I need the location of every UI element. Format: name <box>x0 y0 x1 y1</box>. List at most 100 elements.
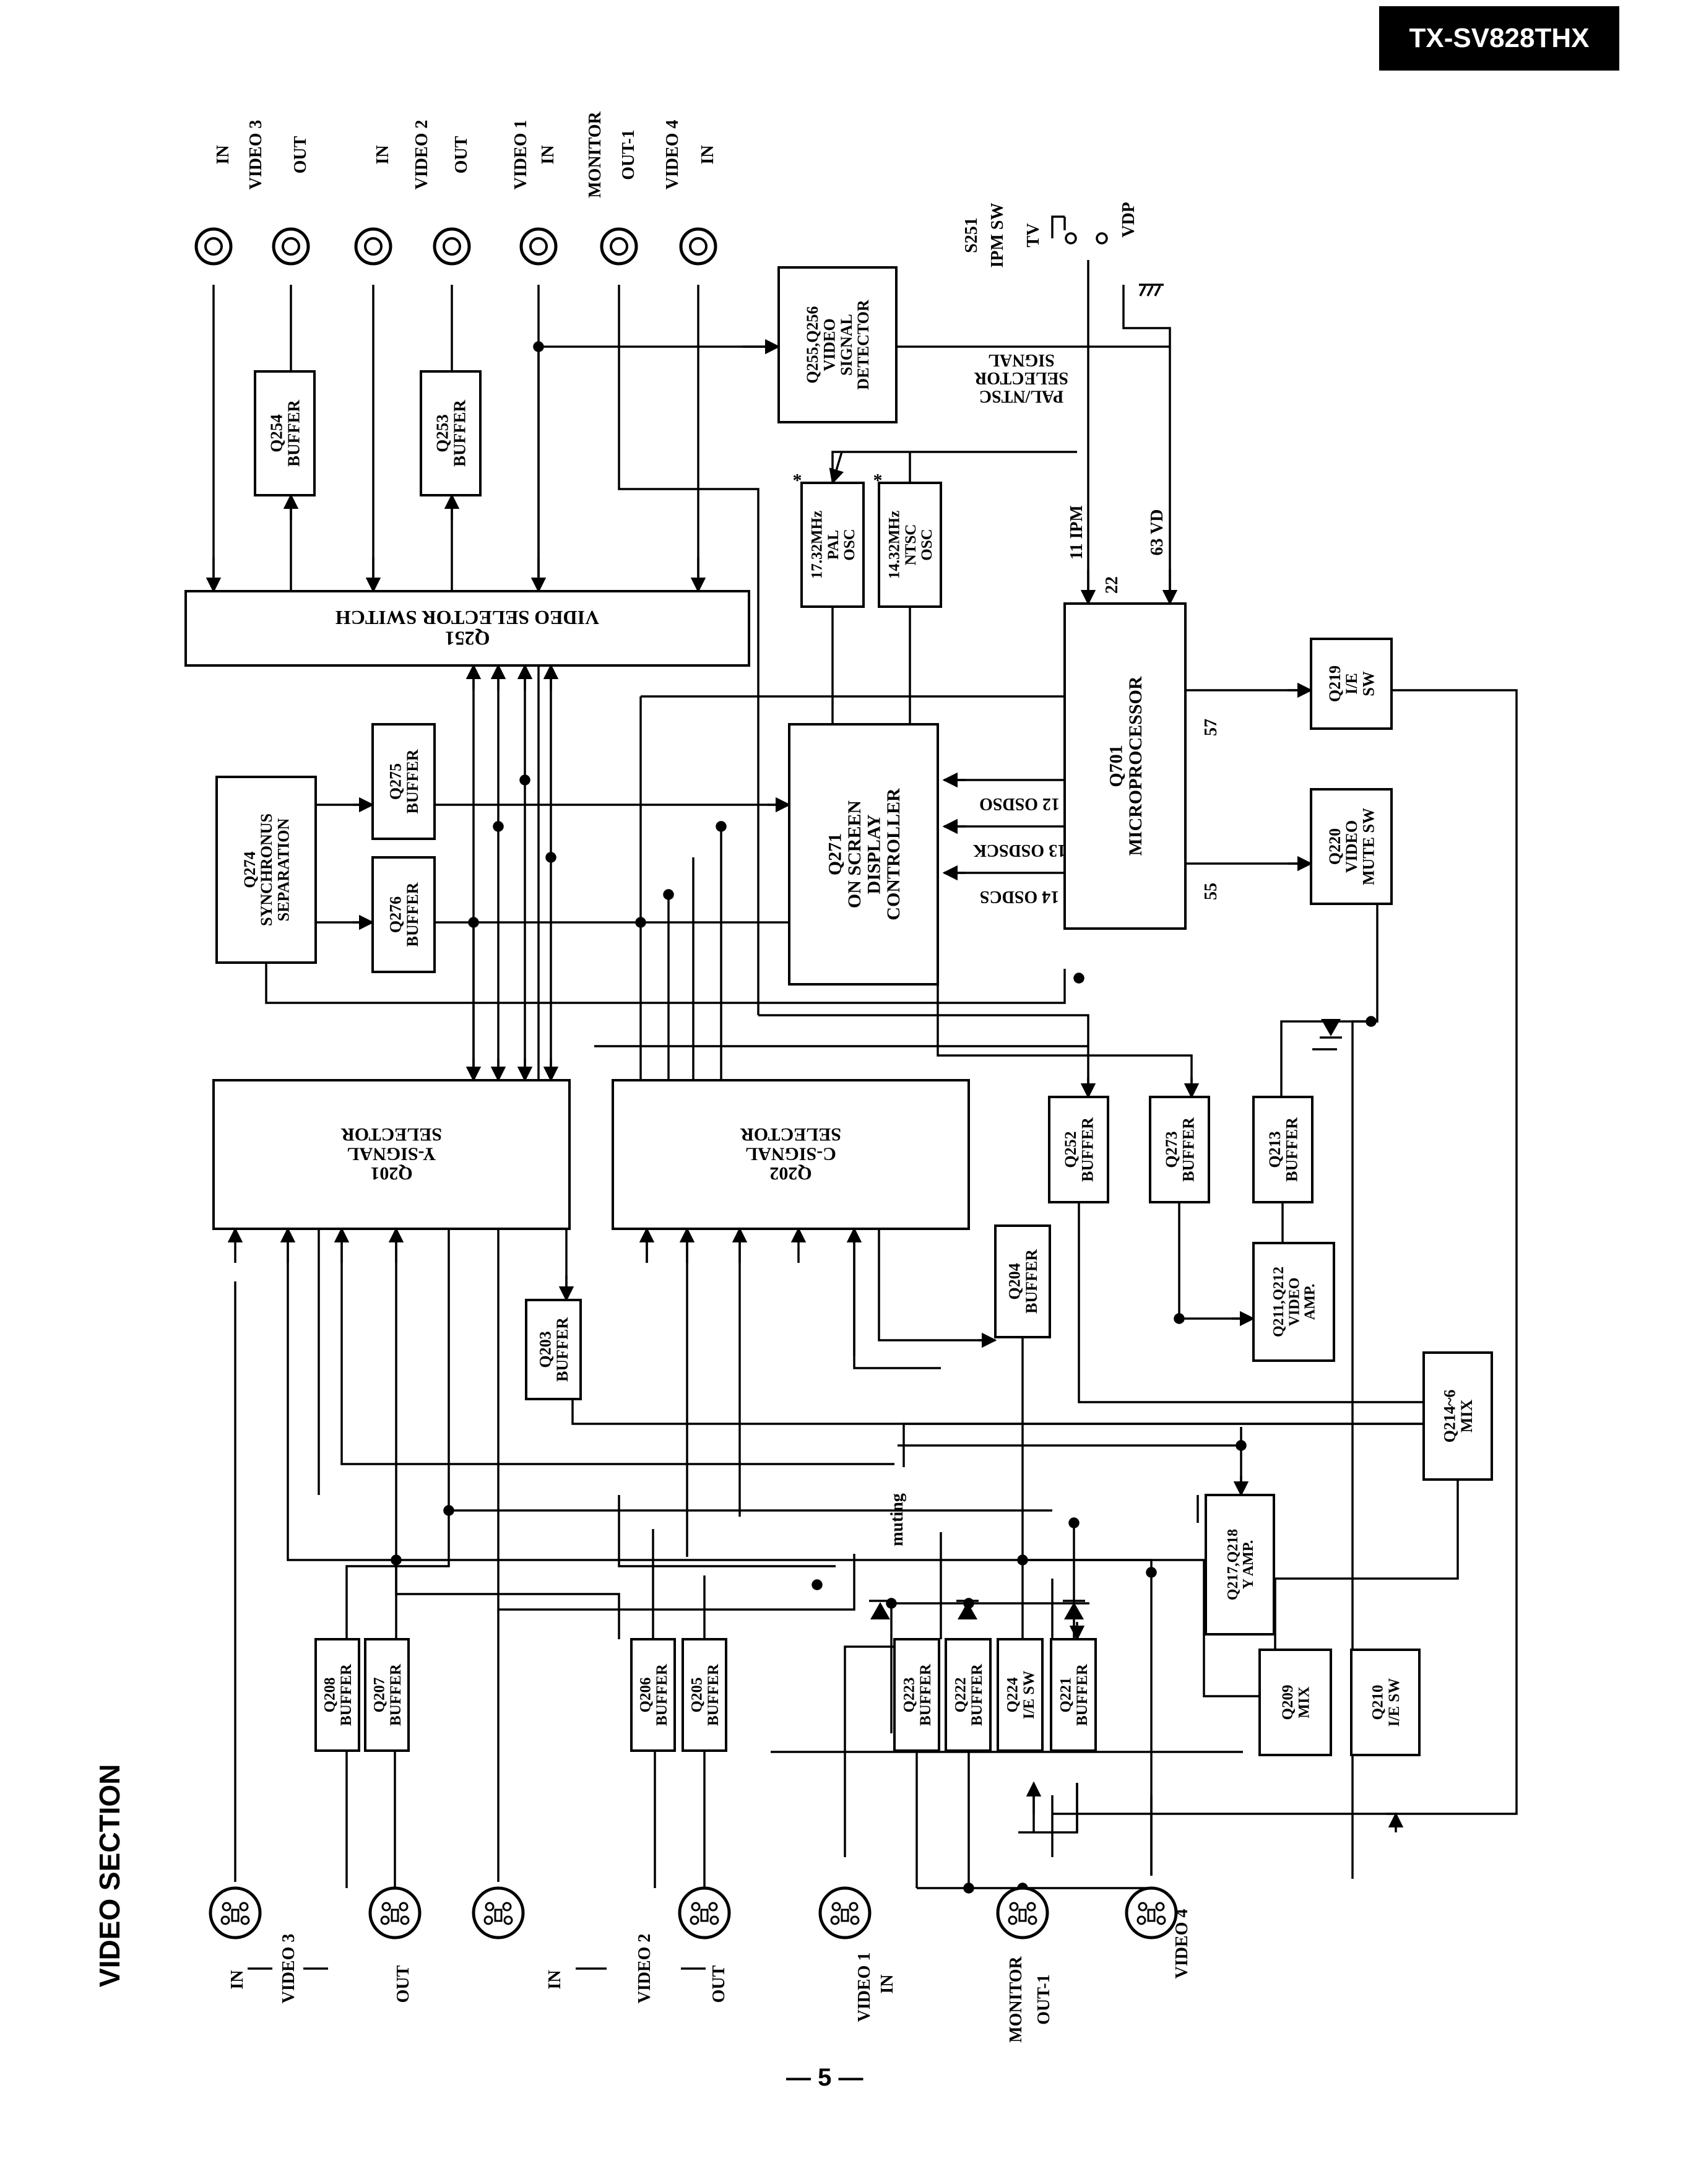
block-q223-label-line: Q223 <box>901 1678 918 1713</box>
block-q219-label-line: Q219 <box>1326 665 1344 702</box>
block-q204-label: Q204BUFFER <box>1005 1249 1040 1314</box>
s-video-jack <box>818 1886 872 1939</box>
top-jack-io-label-line: OUT-1 <box>619 129 638 180</box>
switch-pos1: TV <box>1024 223 1043 248</box>
block-q222-label-line: Q222 <box>953 1678 969 1713</box>
block-q273-label: Q273BUFFER <box>1162 1117 1197 1182</box>
block-q276: Q276BUFFER <box>371 856 436 973</box>
switch-function-line: IPM SW <box>988 203 1007 268</box>
arrow-9 <box>829 451 844 485</box>
pin57-label-line: 57 <box>1201 719 1221 736</box>
wire-39 <box>758 1014 1089 1097</box>
block-q205-label-line: Q205 <box>689 1678 706 1713</box>
top-jack-io-label-line: IN <box>539 145 558 164</box>
block-q252-label-line: Q252 <box>1062 1131 1080 1168</box>
junction-dot-8 <box>1366 1016 1377 1027</box>
block-q224: Q224I/E SW <box>997 1638 1044 1752</box>
block-q253-label-line: BUFFER <box>451 399 469 467</box>
block-q217-label: Q217,Q218Y AMP. <box>1225 1529 1257 1600</box>
bottom-jack-group-label-line: VIDEO 2 <box>635 1934 654 2004</box>
switch-name: S251 <box>962 217 981 253</box>
block-q251-label-line: Q251 <box>445 628 490 650</box>
block-q275-label-line: BUFFER <box>404 749 422 813</box>
wire-85 <box>1018 1783 1078 1834</box>
diode-icon <box>956 1600 979 1619</box>
bottom-jack-group-label-line: VIDEO 1 <box>855 1952 874 2022</box>
top-jack-io-label: IN <box>698 145 717 164</box>
block-q209-label-line: Q209 <box>1279 1685 1296 1720</box>
wire-14 <box>831 451 1077 483</box>
top-jack-io-label: IN <box>539 145 558 164</box>
pin57-label: 57 <box>1201 719 1221 736</box>
wire-46 <box>1078 1202 1424 1403</box>
top-jack-io-label-line: OUT <box>452 136 471 173</box>
top-jack-group-label-line: MONITOR <box>586 111 605 197</box>
junction-dot-16 <box>963 1883 974 1894</box>
vd-pin-label-line: 63 VD <box>1148 509 1167 556</box>
block-q201-label: Q201Y-SIGNALSELECTOR <box>341 1124 442 1184</box>
pal-ntsc-label-line: SELECTOR <box>974 368 1068 388</box>
block-q252-label-line: BUFFER <box>1078 1117 1096 1182</box>
block-q202-label-line: SELECTOR <box>740 1124 841 1145</box>
block-q274-label-line: SEPARATION <box>274 818 292 921</box>
block-q207-label-line: Q207 <box>371 1678 388 1713</box>
junction-dot-11 <box>1236 1440 1247 1451</box>
block-q201-label-line: SELECTOR <box>341 1124 442 1145</box>
bottom-jack-group-label: VIDEO 2 <box>635 1934 654 2004</box>
block-ntsc_osc-label: 14.32MHzNTSCOSC <box>886 511 936 579</box>
block-ntsc_osc-label-line: 14.32MHz <box>886 511 903 579</box>
block-q201-label-line: Y-SIGNAL <box>347 1144 436 1164</box>
block-q204-label-line: BUFFER <box>1023 1249 1041 1314</box>
top-jack-io-label-line: OUT <box>291 136 310 173</box>
block-q201: Q201Y-SIGNALSELECTOR <box>212 1079 571 1230</box>
block-q251: Q251VIDEO SELECTOR SWITCH <box>184 590 750 667</box>
block-q274-label: Q274SYNCHRONUSSEPARATION <box>241 813 293 926</box>
block-q255-label-line: VIDEO <box>820 318 838 371</box>
block-q208: Q208BUFFER <box>314 1638 360 1752</box>
wire-65 <box>395 1229 620 1639</box>
block-q271-label-line: DISPLAY <box>863 814 884 894</box>
block-q206-label: Q206BUFFER <box>638 1663 670 1726</box>
block-q255: Q255,Q256VIDEOSIGNALDETECTOR <box>777 266 898 423</box>
top-jack-io-label-line: IN <box>214 145 233 164</box>
block-q220: Q220VIDEOMUTE SW <box>1310 788 1393 905</box>
junction-dot-10 <box>1174 1313 1185 1324</box>
block-q271-label-line: CONTROLLER <box>883 788 904 921</box>
rca-jack <box>354 227 392 266</box>
wire-12 <box>1122 285 1171 604</box>
block-q220-label: Q220VIDEOMUTE SW <box>1326 808 1378 885</box>
bottom-jack-io-label-line: OUT <box>394 1965 413 2003</box>
bottom-jack-group-label: VIDEO 3 <box>279 1934 298 2004</box>
top-jack-io-label: IN <box>214 145 233 164</box>
block-q254-label-line: BUFFER <box>285 399 303 467</box>
rca-jack <box>600 227 638 266</box>
switch-icon <box>1051 215 1066 238</box>
block-ntsc_osc-label-line: NTSC <box>902 524 919 566</box>
block-q273-label-line: BUFFER <box>1179 1117 1197 1182</box>
block-pal_osc: 17.32MHzPALOSC <box>800 482 865 608</box>
bottom-jack-io-label: IN <box>878 1974 897 1993</box>
wire-66 <box>497 1229 855 1611</box>
block-q222-label-line: BUFFER <box>969 1663 985 1726</box>
block-q208-label: Q208BUFFER <box>322 1663 355 1726</box>
block-q217-label-line: Y AMP. <box>1240 1540 1257 1590</box>
pal-ntsc-label: PAL/NTSCSELECTORSIGNAL <box>974 350 1068 406</box>
diode-icon <box>1063 1600 1085 1619</box>
block-q220-label-line: Q220 <box>1326 828 1344 865</box>
wire-52 <box>571 1393 1424 1425</box>
block-q210-label-line: Q210 <box>1370 1685 1387 1720</box>
rca-jack <box>194 227 233 266</box>
block-q206-label-line: BUFFER <box>654 1663 670 1726</box>
top-jack-group-label-line: VIDEO 2 <box>412 120 431 190</box>
junction-dot-2 <box>493 821 504 832</box>
bottom-jack-io-label-line: IN <box>878 1974 897 1993</box>
block-ntsc_osc-label-line: OSC <box>919 529 935 560</box>
rca-jack <box>433 227 471 266</box>
block-q207-label: Q207BUFFER <box>371 1663 404 1726</box>
block-q224-label-line: I/E SW <box>1021 1671 1037 1720</box>
block-q253: Q253BUFFER <box>420 370 482 496</box>
osdso-label: 12 OSDSO <box>979 794 1060 813</box>
block-q202: Q202C-SIGNALSELECTOR <box>612 1079 970 1230</box>
bottom-jack-io-label-line: IN <box>228 1970 247 1989</box>
